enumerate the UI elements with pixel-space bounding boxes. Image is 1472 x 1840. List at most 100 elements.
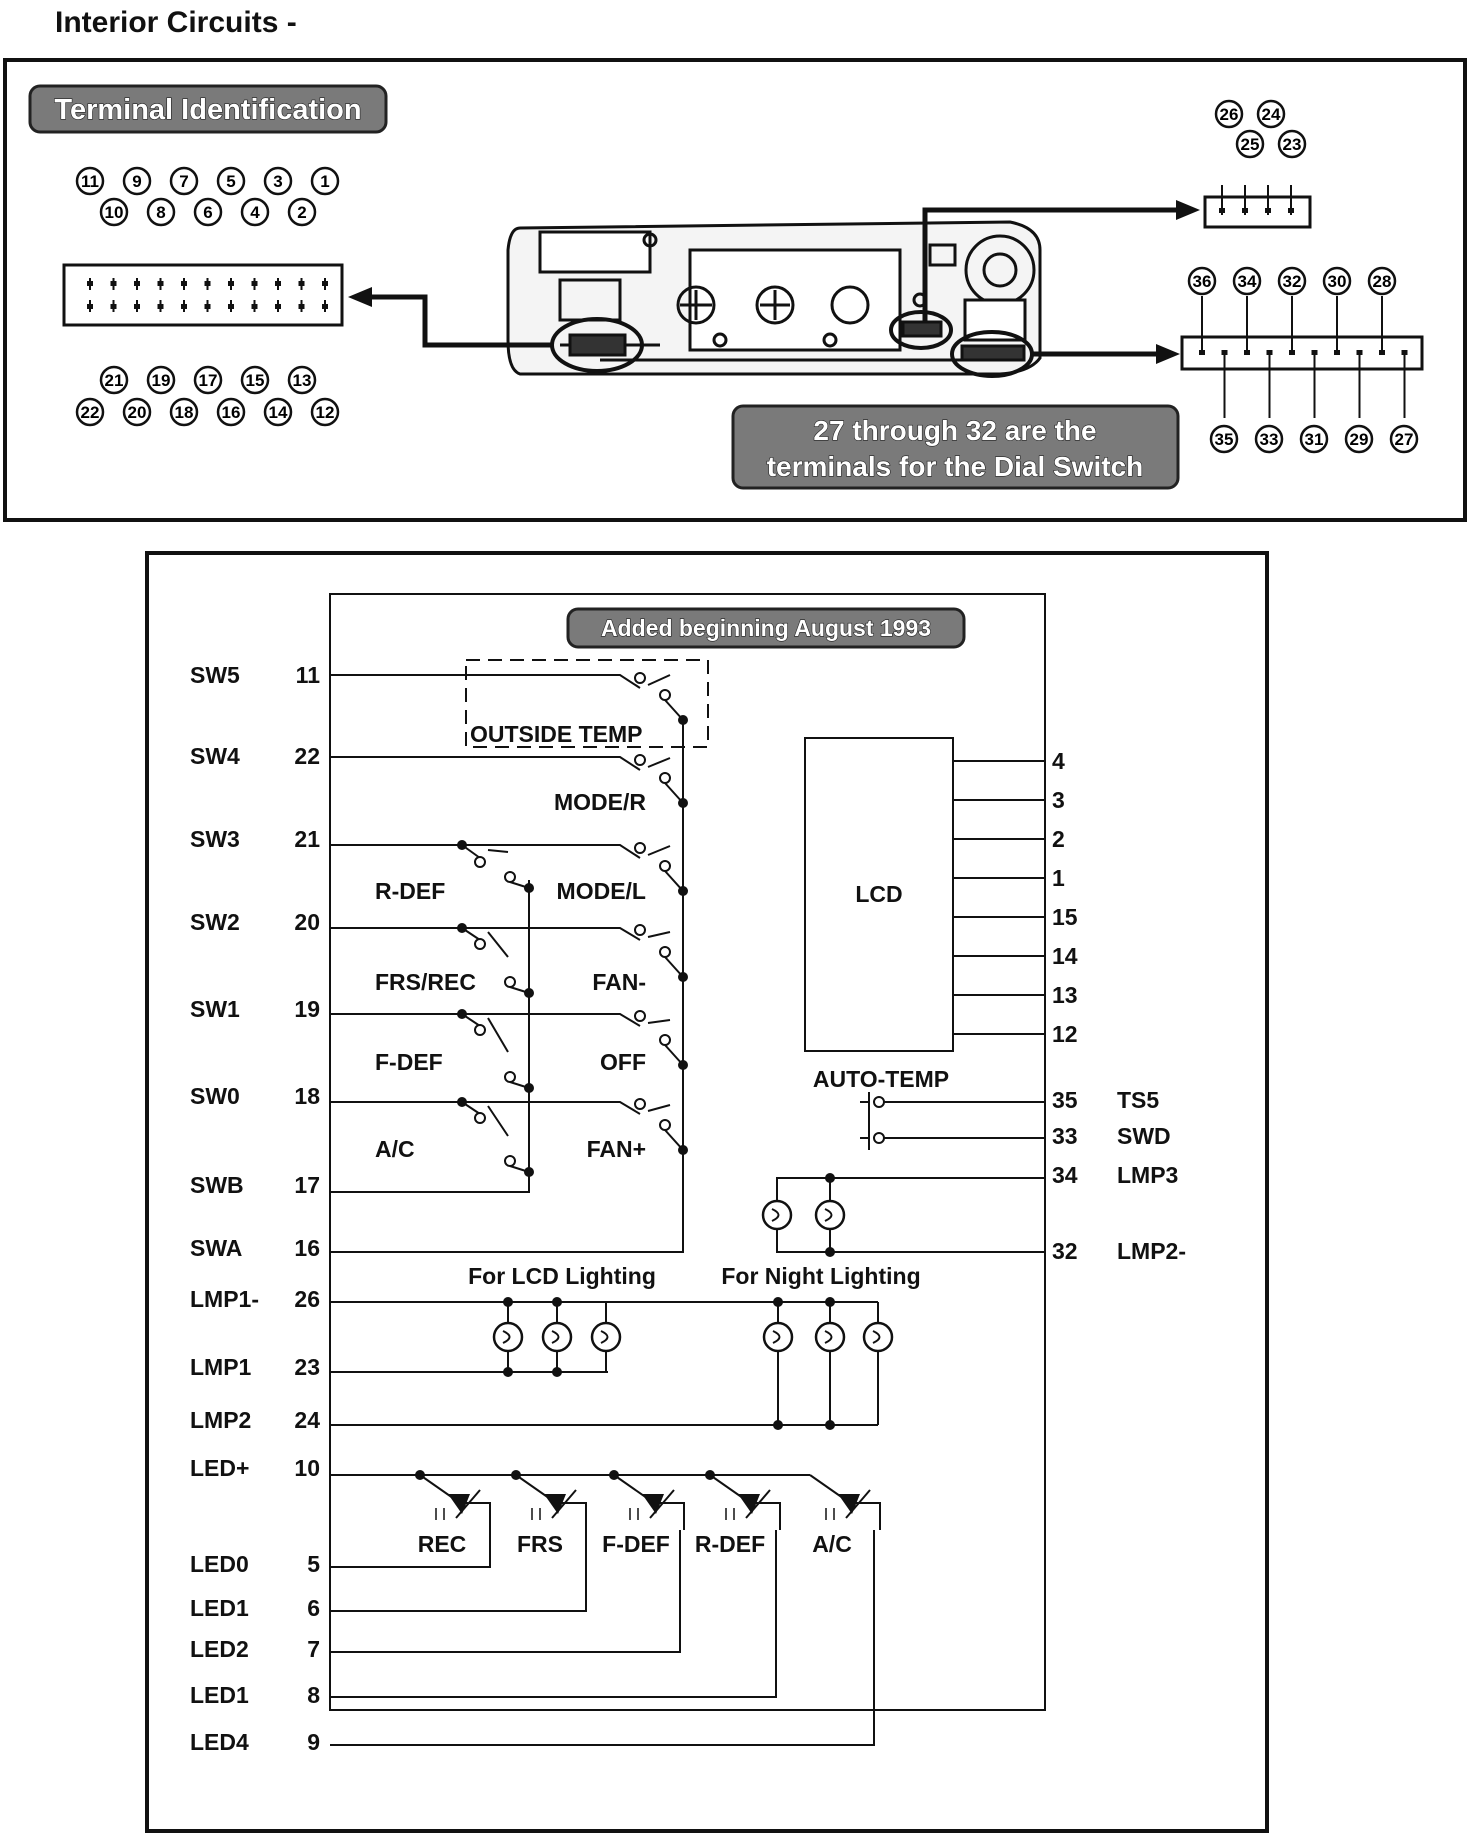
pin-number-circle: 13 [287, 365, 317, 395]
pin-number-circle: 23 [1277, 129, 1307, 159]
signal-name: SW2 [190, 909, 240, 935]
pin-number: 19 [152, 371, 171, 390]
pin-number: 4 [250, 203, 260, 222]
junction-dot [457, 923, 467, 933]
pin-number-circle: 9 [122, 166, 152, 196]
pin-number: 3 [273, 172, 282, 191]
pin-number: 35 [1215, 430, 1234, 449]
pin-number: 33 [1052, 1123, 1078, 1149]
led-label: REC [418, 1531, 467, 1557]
led-label: F-DEF [602, 1531, 670, 1557]
pin-number: 16 [294, 1235, 320, 1261]
switch-blade [647, 757, 671, 768]
switch-contact [504, 871, 516, 883]
switch-contact [504, 1071, 516, 1083]
lamp-icon [492, 1321, 524, 1353]
pin-number: 35 [1052, 1087, 1078, 1113]
pin-number: 17 [294, 1172, 320, 1198]
pin-number: 26 [1220, 105, 1239, 124]
pin-number: 22 [81, 403, 100, 422]
switch-contact [659, 772, 671, 784]
night-lighting-label: For Night Lighting [721, 1263, 920, 1289]
terminal-identification-banner: Terminal Identification [28, 84, 388, 134]
signal-name: SWB [190, 1172, 244, 1198]
page-title: Interior Circuits - [55, 6, 297, 39]
pin-number: 11 [296, 662, 321, 688]
pin-number: 24 [294, 1407, 320, 1433]
pin-number-circle: 3 [263, 166, 293, 196]
pin-number-circle: 18 [169, 397, 199, 427]
lcd-pin-number: 12 [1052, 1021, 1078, 1047]
lamp-icon [862, 1321, 894, 1353]
signal-name: LED2 [190, 1636, 249, 1662]
pin-number: 8 [307, 1682, 320, 1708]
lamp-icon [761, 1199, 793, 1231]
switch-contact [474, 938, 486, 950]
pin-number-circle: 7 [169, 166, 199, 196]
switch-label-mode-l: MODE/L [557, 878, 646, 904]
pin-number: 33 [1260, 430, 1279, 449]
august-1993-banner: Added beginning August 1993 [566, 607, 966, 649]
junction-dot [503, 1367, 513, 1377]
pin-number-circle: 26 [1214, 99, 1244, 129]
lcd-pin-number: 1 [1052, 865, 1065, 891]
pin-number: 32 [1283, 272, 1302, 291]
junction-dot [457, 1009, 467, 1019]
pin-number-circle: 35 [1209, 424, 1239, 454]
switch-contact [634, 924, 646, 936]
switch-contact [634, 842, 646, 854]
switch-label-frs-rec: FRS/REC [375, 969, 476, 995]
signal-name: SW1 [190, 996, 240, 1022]
switch-blade [647, 845, 671, 856]
pin-number-circle: 33 [1254, 424, 1284, 454]
pin-number: 34 [1052, 1162, 1078, 1188]
switch-contact [504, 1155, 516, 1167]
switch-contact [659, 689, 671, 701]
pin-number: 17 [199, 371, 218, 390]
module-boundary [329, 593, 1046, 1711]
junction-dot [825, 1297, 835, 1307]
junction-dot [552, 1367, 562, 1377]
lamp-icon [814, 1321, 846, 1353]
led-icon [511, 1470, 587, 1530]
switch-contact [873, 1132, 885, 1144]
switch-contact [474, 856, 486, 868]
control-head-illustration [506, 220, 1042, 378]
pin-number: 25 [1241, 135, 1260, 154]
pin-number: 10 [294, 1455, 320, 1481]
pin-number-circle: 32 [1277, 266, 1307, 296]
pin-number: 6 [203, 203, 212, 222]
pin-number: 22 [294, 743, 320, 769]
pin-number-circle: 17 [193, 365, 223, 395]
signal-name: LED1 [190, 1595, 249, 1621]
switch-blade [647, 931, 671, 938]
switch-label-mode-r: MODE/R [554, 789, 646, 815]
junction-dot [678, 972, 688, 982]
dial-note-line2: terminals for the Dial Switch [767, 451, 1144, 482]
lcd-pin-number: 14 [1052, 943, 1078, 969]
pin-number: 34 [1238, 272, 1257, 291]
junction-dot [825, 1173, 835, 1183]
switch-label-fan-plus: FAN+ [587, 1136, 646, 1162]
pin-number-circle: 19 [146, 365, 176, 395]
junction-dot [678, 1145, 688, 1155]
pin-number: 5 [226, 172, 235, 191]
junction-dot [524, 1083, 534, 1093]
pin-number: 21 [105, 371, 124, 390]
pin-number-circle: 25 [1235, 129, 1265, 159]
pin-number-circle: 16 [216, 397, 246, 427]
junction-dot [552, 1297, 562, 1307]
pin-number: 23 [1283, 135, 1302, 154]
signal-name: LED+ [190, 1455, 249, 1481]
pin-number-circle: 36 [1187, 266, 1217, 296]
connector-c-arrow [1033, 344, 1180, 364]
junction-dot [457, 840, 467, 850]
pin-number-circle: 10 [99, 197, 129, 227]
switch-contact [634, 754, 646, 766]
led-icon [705, 1470, 781, 1530]
pin-number: 7 [307, 1636, 320, 1662]
switch-blade [487, 931, 509, 958]
pin-number: 32 [1052, 1238, 1078, 1264]
